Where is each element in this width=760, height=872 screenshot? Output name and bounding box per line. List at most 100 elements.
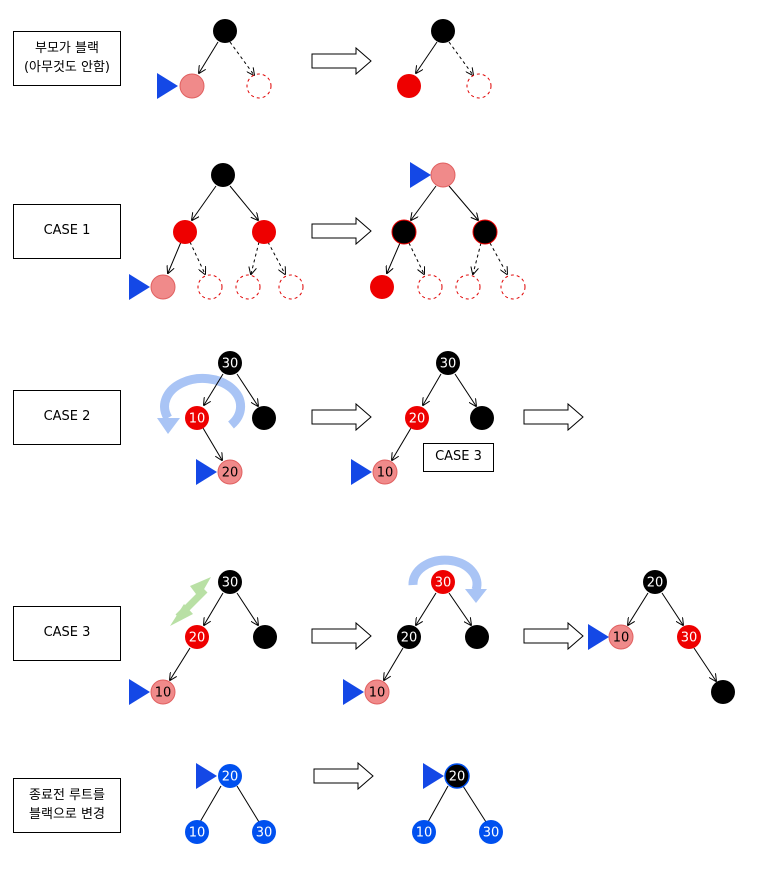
node-20 [643, 570, 667, 594]
node-10-label: 10 [189, 412, 206, 427]
nil-node [500, 274, 526, 300]
node-30-label: 30 [681, 631, 698, 646]
rotate-arrow-head-icon [157, 418, 180, 434]
node-10-label: 10 [416, 826, 433, 841]
pointer-icon [410, 162, 431, 188]
node-20-label: 20 [222, 770, 239, 785]
right-arrow-icon [311, 402, 372, 432]
node-30-label: 30 [222, 357, 239, 372]
label-finish: 종료전 루트를 블랙으로 변경 [13, 778, 121, 833]
case3-after: 20 10 30 [588, 570, 735, 704]
node-10-label: 10 [369, 686, 386, 701]
black-node [711, 680, 735, 704]
node-10-label: 10 [189, 826, 206, 841]
right-arrow-icon [311, 621, 372, 651]
pointer-icon [588, 624, 609, 650]
node-30 [431, 570, 455, 594]
black-node [253, 625, 277, 649]
node-20 [405, 406, 429, 430]
pointer-icon [196, 459, 217, 485]
red-node [173, 220, 197, 244]
node-20 [185, 625, 209, 649]
row1-before [157, 19, 272, 99]
black-node [252, 406, 276, 430]
node-10 [185, 820, 209, 844]
node-10-label: 10 [377, 466, 394, 481]
nil-node [278, 274, 304, 300]
case1-after [370, 162, 526, 300]
nil-node [197, 274, 223, 300]
label-case3: CASE 3 [13, 606, 121, 661]
node-30-label: 30 [440, 357, 457, 372]
red-node [252, 220, 276, 244]
node-10-label: 10 [155, 686, 172, 701]
case2-before: 30 10 20 [157, 351, 276, 485]
rotate-arrow-icon [160, 373, 246, 429]
pointer-icon [129, 679, 150, 705]
right-arrow-icon [311, 46, 372, 76]
node-30 [218, 351, 242, 375]
black-node [391, 219, 417, 245]
black-node [213, 19, 237, 43]
pink-node [430, 162, 456, 188]
right-arrow-icon [523, 402, 584, 432]
finish-after: 20 10 30 [412, 763, 503, 844]
node-30 [436, 351, 460, 375]
black-node [465, 625, 489, 649]
pointer-icon [196, 763, 217, 789]
node-20-label: 20 [409, 412, 426, 427]
node-30 [218, 570, 242, 594]
pink-node [150, 274, 176, 300]
rotate-arrow-head-icon [465, 589, 487, 603]
node-20-label: 20 [222, 466, 239, 481]
pointer-icon [157, 73, 178, 99]
pointer-icon [351, 459, 372, 485]
black-node [472, 219, 498, 245]
label-case1: CASE 1 [13, 204, 121, 259]
pink-node [179, 73, 205, 99]
node-10-label: 10 [613, 631, 630, 646]
nil-node [235, 274, 261, 300]
node-10 [372, 459, 398, 485]
case2-after: 30 20 10 [351, 351, 494, 485]
node-20 [397, 625, 421, 649]
node-30 [677, 625, 701, 649]
node-10 [364, 679, 390, 705]
pointer-icon [423, 763, 444, 789]
rotate-arrow-icon [408, 555, 482, 592]
node-20 [218, 764, 242, 788]
finish-before: 20 10 30 [185, 763, 276, 844]
node-30 [252, 820, 276, 844]
nil-node [246, 73, 272, 99]
red-node [370, 275, 394, 299]
nil-node [455, 274, 481, 300]
right-arrow-icon [313, 761, 374, 791]
node-30-label: 30 [256, 826, 273, 841]
case1-before [129, 163, 304, 300]
node-20-label: 20 [449, 770, 466, 785]
label-parent-black: 부모가 블랙 (아무것도 안함) [13, 31, 121, 86]
node-20-label: 20 [647, 576, 664, 591]
node-30-label: 30 [222, 576, 239, 591]
node-30-label: 30 [483, 826, 500, 841]
label-case2: CASE 2 [13, 390, 121, 445]
node-30 [479, 820, 503, 844]
right-arrow-icon [523, 621, 584, 651]
node-20 [217, 459, 243, 485]
node-20-label: 20 [189, 631, 206, 646]
node-30-label: 30 [435, 576, 452, 591]
node-10 [412, 820, 436, 844]
right-arrow-icon [311, 216, 372, 246]
node-20 [444, 763, 470, 789]
case3-before: 30 20 10 [129, 570, 277, 705]
case3-middle: 30 20 10 [343, 555, 489, 705]
pointer-icon [129, 274, 150, 300]
node-10 [185, 406, 209, 430]
black-node [211, 163, 235, 187]
black-node [470, 406, 494, 430]
nil-node [466, 73, 492, 99]
node-10 [150, 679, 176, 705]
red-node [397, 74, 421, 98]
black-node [431, 19, 455, 43]
